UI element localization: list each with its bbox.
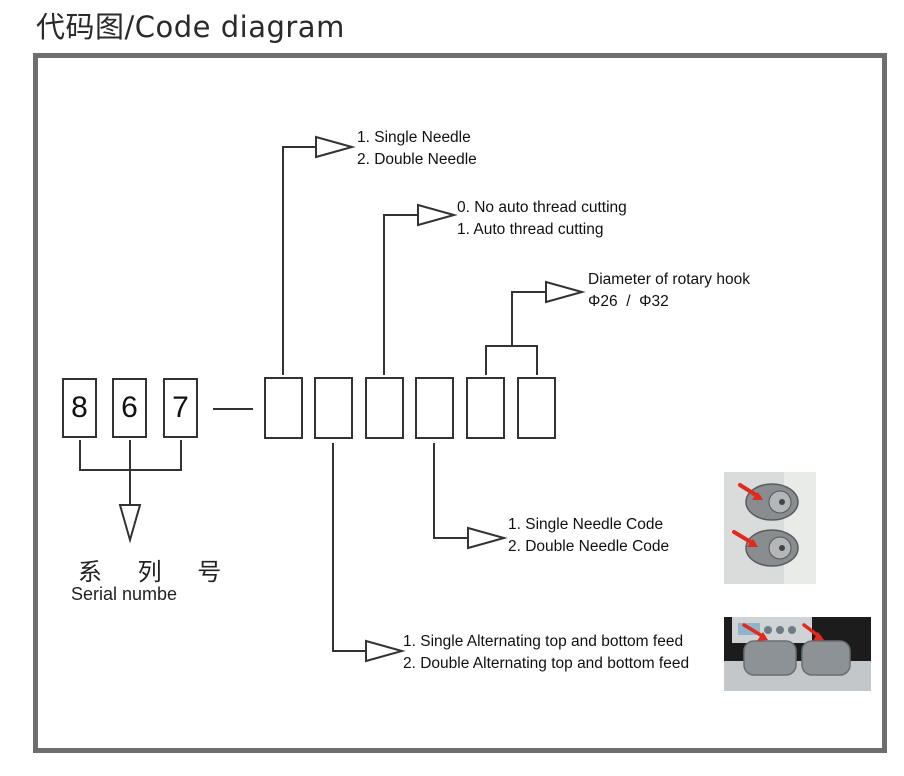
serial-digit-3: 7 bbox=[163, 378, 198, 438]
serial-digit-2: 6 bbox=[112, 378, 147, 438]
rotary-hook-sizes: Φ26 / Φ32 bbox=[588, 293, 669, 310]
diagram-frame bbox=[33, 53, 887, 753]
code-box-5 bbox=[466, 377, 505, 439]
arrow-needle-code-icon bbox=[467, 526, 508, 550]
arrow-feed-icon bbox=[365, 639, 406, 663]
needle-option-2: 2. Double Needle bbox=[357, 151, 477, 168]
arrow-rotary-hook-icon bbox=[545, 280, 586, 304]
arrow-needle-icon bbox=[315, 135, 356, 159]
feed-photo bbox=[724, 617, 871, 691]
feed-option-label: 1. Single Alternating top and bottom fee… bbox=[403, 631, 689, 675]
needle-option-label: 1. Single Needle 2. Double Needle bbox=[357, 127, 477, 171]
needle-option-1: 1. Single Needle bbox=[357, 129, 471, 146]
arrow-serial-icon bbox=[118, 504, 142, 544]
code-box-1 bbox=[264, 377, 303, 439]
needle-code-label: 1. Single Needle Code 2. Double Needle C… bbox=[508, 514, 669, 558]
serial-label-cn: 系 列 号 bbox=[78, 558, 236, 586]
thread-cut-option-0: 0. No auto thread cutting bbox=[457, 199, 627, 216]
needle-code-option-2: 2. Double Needle Code bbox=[508, 538, 670, 555]
rotary-hook-label: Diameter of rotary hook Φ26 / Φ32 bbox=[588, 269, 750, 313]
arrow-thread-cut-icon bbox=[417, 203, 458, 227]
feed-option-2: 2. Double Alternating top and bottom fee… bbox=[403, 655, 690, 672]
code-box-4 bbox=[415, 377, 454, 439]
rotary-hook-title: Diameter of rotary hook bbox=[588, 271, 750, 288]
feed-option-1: 1. Single Alternating top and bottom fee… bbox=[403, 633, 684, 650]
needle-code-photo bbox=[724, 472, 816, 584]
needle-code-option-1: 1. Single Needle Code bbox=[508, 516, 664, 533]
thread-cut-option-1: 1. Auto thread cutting bbox=[457, 221, 604, 238]
code-box-2 bbox=[314, 377, 353, 439]
code-box-3 bbox=[365, 377, 404, 439]
code-box-6 bbox=[517, 377, 556, 439]
serial-digit-1: 8 bbox=[62, 378, 97, 438]
serial-label-en: Serial numbe bbox=[71, 584, 178, 604]
diagram-title: 代码图/Code diagram bbox=[36, 10, 345, 44]
separator-dash bbox=[213, 408, 253, 410]
thread-cut-option-label: 0. No auto thread cutting 1. Auto thread… bbox=[457, 197, 627, 241]
